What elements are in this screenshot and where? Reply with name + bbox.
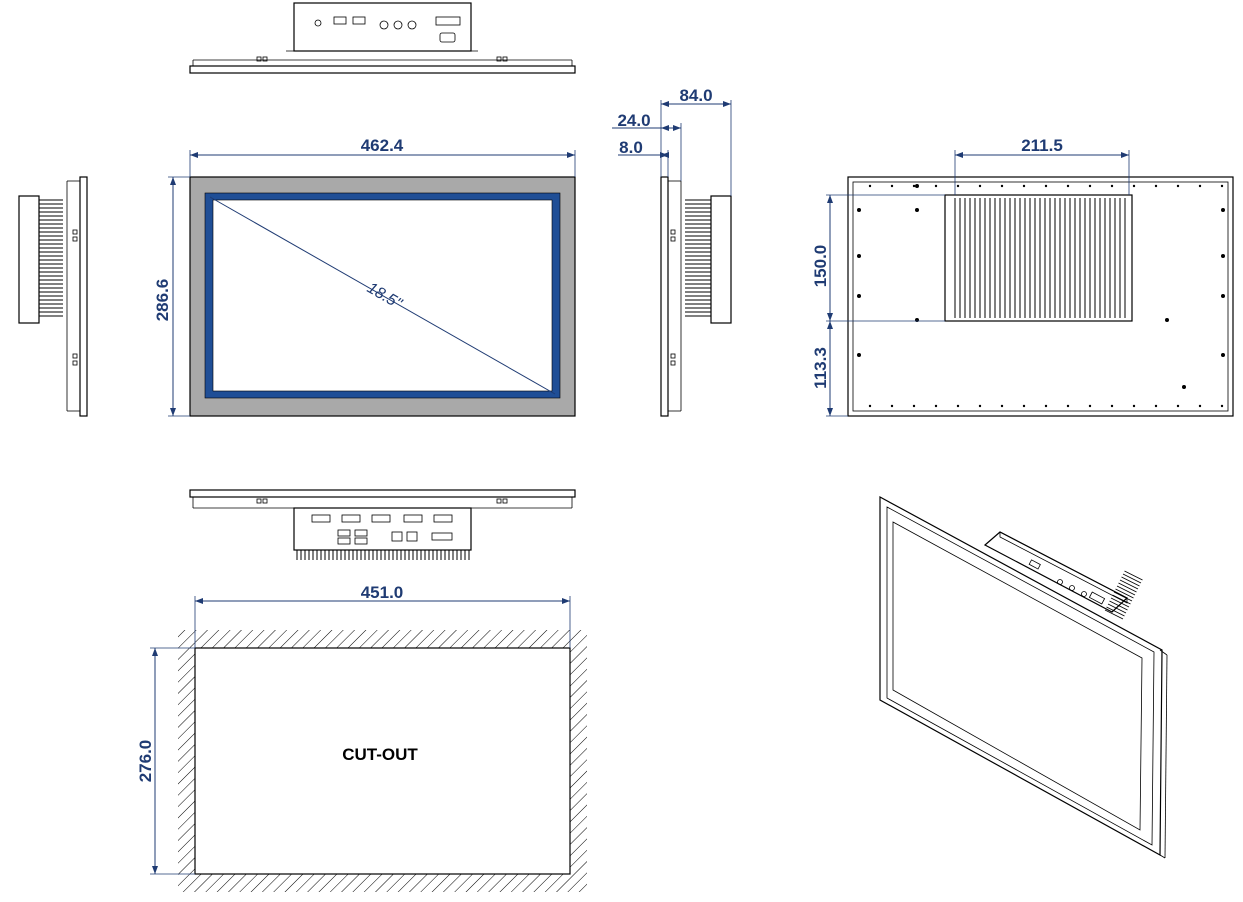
front-height-label: 286.6	[153, 279, 172, 322]
screw-hole	[1198, 184, 1202, 188]
heatsink-fin	[1116, 585, 1136, 596]
screw-hole	[956, 404, 960, 408]
screw-hole	[1221, 294, 1225, 298]
cutout-view: CUT-OUT 451.0 276.0	[136, 583, 587, 892]
screw-hole	[890, 404, 894, 408]
screw-hole	[912, 404, 916, 408]
screw-hole	[1154, 184, 1158, 188]
front-width-label: 462.4	[361, 136, 404, 155]
screw-hole	[1044, 404, 1048, 408]
screw-hole	[1088, 404, 1092, 408]
screw-hole	[857, 294, 861, 298]
heatsink-fin	[1112, 594, 1131, 605]
bottom-view	[189, 489, 576, 560]
screw-hole	[1176, 184, 1180, 188]
screw-hole	[1154, 404, 1158, 408]
heatsink-fin	[1124, 570, 1143, 581]
screw-hole	[857, 353, 861, 357]
heatsink-fin	[1106, 606, 1125, 617]
screw-hole	[915, 184, 919, 188]
screw-hole	[1044, 184, 1048, 188]
mount-offset-label: 113.3	[811, 347, 830, 389]
heatsink-fin	[1104, 609, 1124, 620]
screw-hole	[890, 184, 894, 188]
heatsink-fin	[1122, 573, 1142, 584]
screw-hole	[934, 184, 938, 188]
screw-hole	[978, 404, 982, 408]
screw-hole	[1132, 404, 1136, 408]
screw-hole	[1132, 184, 1136, 188]
top-view	[189, 2, 576, 74]
screw-hole	[868, 184, 872, 188]
depth-mid-label: 24.0	[617, 111, 650, 130]
screw-hole	[915, 208, 919, 212]
screw-hole	[934, 404, 938, 408]
screw-hole	[1022, 404, 1026, 408]
screw-hole	[1221, 353, 1225, 357]
screw-hole	[1000, 404, 1004, 408]
screw-hole	[1110, 184, 1114, 188]
screw-hole	[1182, 385, 1186, 389]
heatsink-fin	[1113, 591, 1133, 602]
cutout-height-label: 276.0	[136, 740, 155, 783]
screw-hole	[868, 404, 872, 408]
screw-hole	[1066, 404, 1070, 408]
depth-front-label: 8.0	[619, 138, 643, 157]
screw-hole	[1088, 184, 1092, 188]
cutout-width-label: 451.0	[361, 583, 404, 602]
screw-hole	[1066, 184, 1070, 188]
screw-hole	[1220, 404, 1224, 408]
screw-hole	[912, 184, 916, 188]
screw-hole	[1176, 404, 1180, 408]
screw-hole	[1110, 404, 1114, 408]
front-view: 18.5" 462.4 286.6	[153, 136, 576, 417]
left-side-view	[18, 176, 88, 417]
mount-height-label: 150.0	[811, 245, 830, 288]
heatsink-fin	[1119, 579, 1139, 590]
rear-view: 211.5 150.0 113.3	[811, 136, 1234, 417]
screw-hole	[1220, 184, 1224, 188]
depth-total-label: 84.0	[679, 86, 712, 105]
screw-hole	[1221, 254, 1225, 258]
screw-hole	[1022, 184, 1026, 188]
heatsink-fin	[1109, 600, 1128, 611]
heatsink-fin	[1110, 597, 1130, 608]
screw-hole	[956, 184, 960, 188]
right-side-view: 84.0 24.0 8.0	[612, 86, 732, 417]
screw-hole	[1165, 318, 1169, 322]
heatsink-fin	[1118, 582, 1137, 593]
screw-hole	[857, 208, 861, 212]
screw-hole	[1000, 184, 1004, 188]
isometric-view	[879, 495, 1168, 859]
heatsink-fin	[1107, 603, 1127, 614]
screw-hole	[978, 184, 982, 188]
screw-hole	[857, 254, 861, 258]
heatsink-fin	[1115, 588, 1134, 599]
cutout-label: CUT-OUT	[342, 745, 418, 764]
screw-hole	[1198, 404, 1202, 408]
mount-width-label: 211.5	[1021, 136, 1063, 155]
screw-hole	[1221, 208, 1225, 212]
heatsink-fin	[1121, 576, 1140, 587]
diagonal-line	[209, 196, 556, 395]
screen	[212, 199, 553, 392]
